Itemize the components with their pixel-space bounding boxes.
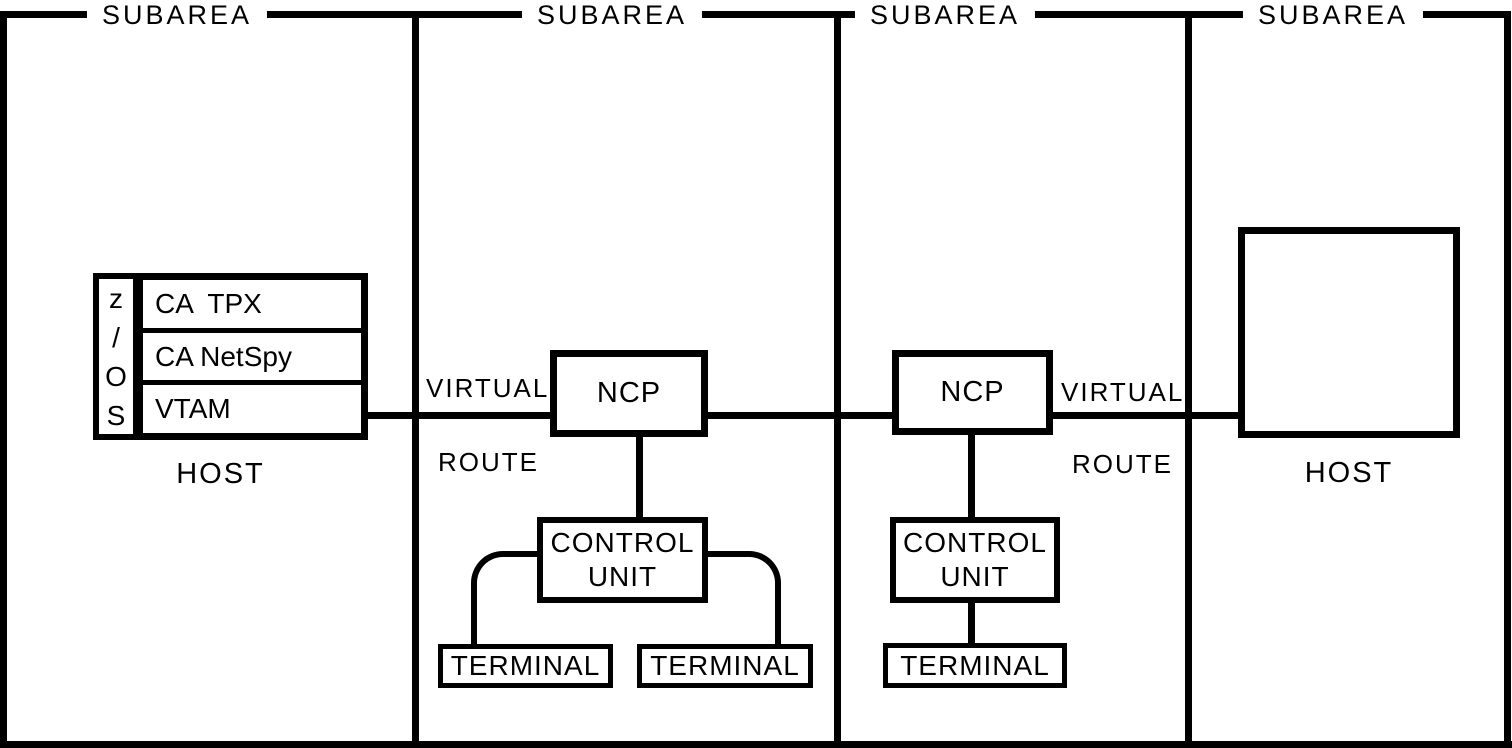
control-unit-to-terminal2-curve [707, 551, 781, 646]
zos-sidebar-box: z / O S [93, 273, 139, 440]
terminal-box-3: TERMINAL [883, 643, 1067, 688]
ncp-box-left: NCP [550, 350, 708, 437]
subarea-divider-2 [834, 11, 841, 748]
app-row-ca-netspy: CA NetSpy [143, 327, 361, 381]
control-unit-box-right: CONTROL UNIT [890, 517, 1060, 603]
frame-left-border [0, 11, 7, 748]
subarea-divider-1 [412, 11, 419, 748]
app-row-ca-tpx: CA TPX [155, 287, 262, 319]
virtual-route-backbone-line [368, 412, 1238, 419]
virtual-route-right-label-line2: ROUTE [1072, 449, 1173, 479]
subarea-title-3: SUBAREA [854, 1, 1036, 29]
frame-right-border [1504, 11, 1511, 748]
frame-top-line [2, 11, 1508, 18]
host-apps-box: CA TPX CA NetSpy VTAM [137, 273, 368, 440]
ncp2-to-control-unit-line [968, 433, 975, 519]
control-unit-right-label-line1: CONTROL [903, 527, 1047, 558]
control-unit-left-label-line1: CONTROL [550, 527, 695, 558]
virtual-route-left-label-line1: VIRTUAL [426, 373, 550, 403]
app-row-vtam: VTAM [143, 380, 361, 433]
virtual-route-right-label-line1: VIRTUAL [1061, 377, 1185, 407]
subarea-divider-3 [1185, 11, 1192, 748]
virtual-route-left-label-line2: ROUTE [438, 447, 539, 477]
terminal-box-2: TERMINAL [637, 644, 813, 688]
subarea-title-2: SUBAREA [521, 1, 703, 29]
subarea-title-4: SUBAREA [1242, 1, 1424, 29]
terminal-box-1: TERMINAL [438, 644, 613, 688]
ncp1-to-control-unit-line [636, 435, 643, 520]
host-right-caption: HOST [1304, 457, 1394, 489]
host-left-caption: HOST [176, 458, 265, 490]
ncp-box-right: NCP [892, 350, 1053, 435]
subarea-title-1: SUBAREA [86, 1, 268, 29]
control-unit-left-label-line2: UNIT [587, 561, 658, 592]
control-unit-to-terminal1-curve [471, 551, 538, 646]
control-unit-to-terminal-line [968, 601, 975, 647]
control-unit-right-label-line2: UNIT [940, 561, 1010, 592]
control-unit-box-left: CONTROL UNIT [537, 517, 708, 603]
frame-bottom-border [0, 741, 1512, 748]
host-right-box [1238, 227, 1460, 438]
